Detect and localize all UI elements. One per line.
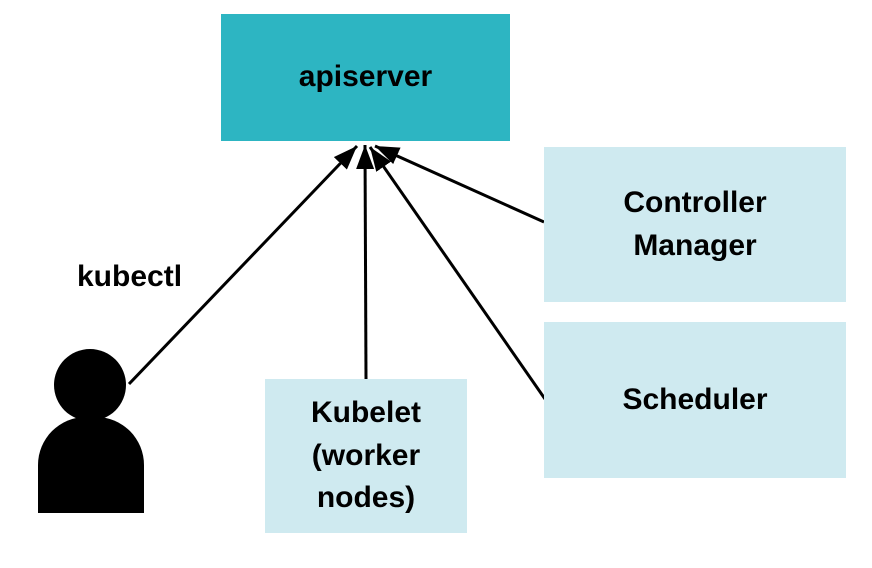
node-controller-manager: Controller Manager bbox=[544, 147, 846, 302]
node-kubelet-worker-nodes: Kubelet (worker nodes) bbox=[265, 379, 467, 533]
user-head-shape bbox=[54, 349, 126, 421]
arrow-scheduler-to-apiserver bbox=[368, 146, 547, 400]
arrow-controller-manager-to-apiserver bbox=[374, 144, 545, 224]
kubectl-label: kubectl bbox=[77, 260, 183, 293]
arrow-kubectl-to-apiserver bbox=[127, 144, 359, 386]
node-scheduler-label: Scheduler bbox=[622, 382, 768, 416]
arrow-kubelet-to-apiserver bbox=[356, 144, 375, 380]
node-scheduler: Scheduler bbox=[544, 322, 846, 478]
node-apiserver-label: apiserver bbox=[298, 60, 433, 94]
node-apiserver: apiserver bbox=[221, 14, 510, 141]
node-kubelet-label: Kubelet (worker nodes) bbox=[310, 396, 421, 515]
node-controller-manager-label: Controller Manager bbox=[623, 185, 767, 262]
user-torso-shape bbox=[38, 417, 144, 513]
